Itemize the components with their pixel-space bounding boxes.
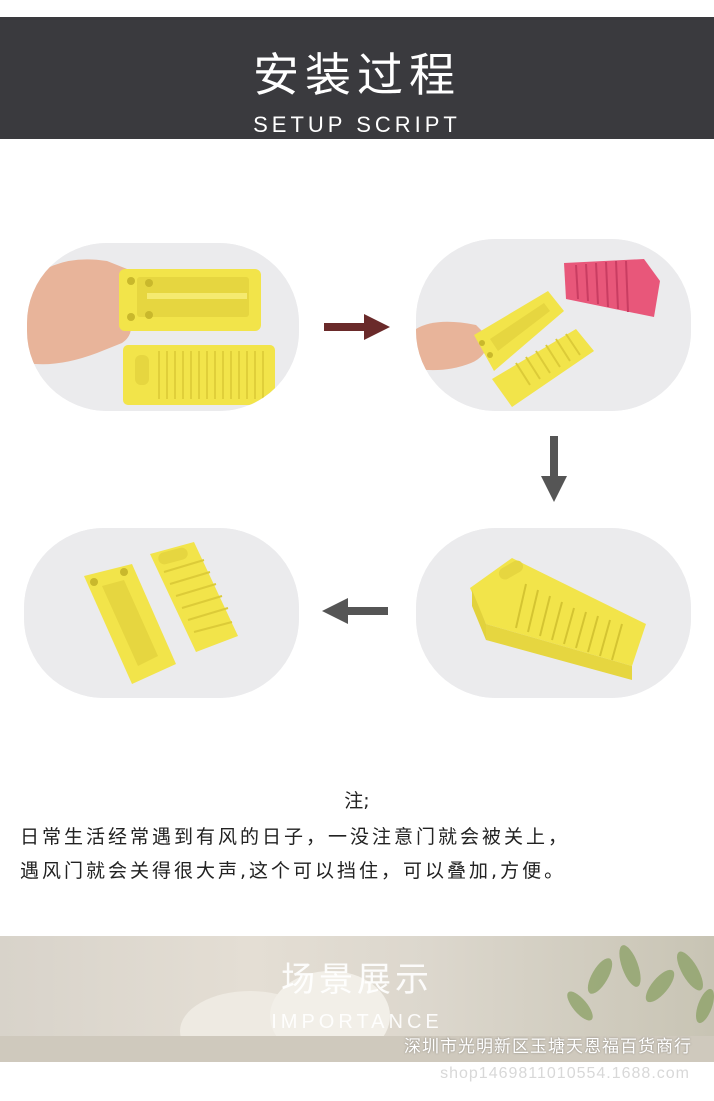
header-subtitle: SETUP SCRIPT <box>253 112 461 137</box>
shop-name-watermark: 深圳市光明新区玉塘天恩福百货商行 <box>404 1037 692 1057</box>
note-text: 日常生活经常遇到有风的日子，一没注意门就会被关上， 遇风门就会关得很大声,这个可… <box>20 820 700 888</box>
arrow-down-icon <box>541 436 567 502</box>
arrow-right-icon <box>324 314 390 340</box>
scene-banner: 场景展示 IMPORTANCE 深圳市光明新区玉塘天恩福百货商行 <box>0 936 714 1062</box>
step-1-illustration <box>27 243 299 411</box>
step-2-photo <box>416 239 691 411</box>
scene-background-illustration <box>0 945 714 1062</box>
scene-subtitle: IMPORTANCE <box>271 1011 443 1033</box>
shop-url-watermark: shop1469811010554.1688.com <box>440 1065 690 1082</box>
header-banner: 安装过程 SETUP SCRIPT <box>0 17 714 139</box>
header-title: 安装过程 <box>253 48 461 102</box>
arrow-left-icon <box>322 598 388 624</box>
note-line-2: 遇风门就会关得很大声,这个可以挡住，可以叠加,方便。 <box>20 860 567 882</box>
note-label: 注; <box>344 790 370 812</box>
step-2-illustration <box>416 239 691 411</box>
step-3-photo <box>416 528 691 698</box>
step-4-illustration <box>24 528 299 698</box>
scene-title: 场景展示 <box>281 960 433 1000</box>
step-3-illustration <box>416 528 691 698</box>
step-4-photo <box>24 528 299 698</box>
step-1-photo <box>27 243 299 411</box>
note-line-1: 日常生活经常遇到有风的日子，一没注意门就会被关上， <box>20 826 571 848</box>
